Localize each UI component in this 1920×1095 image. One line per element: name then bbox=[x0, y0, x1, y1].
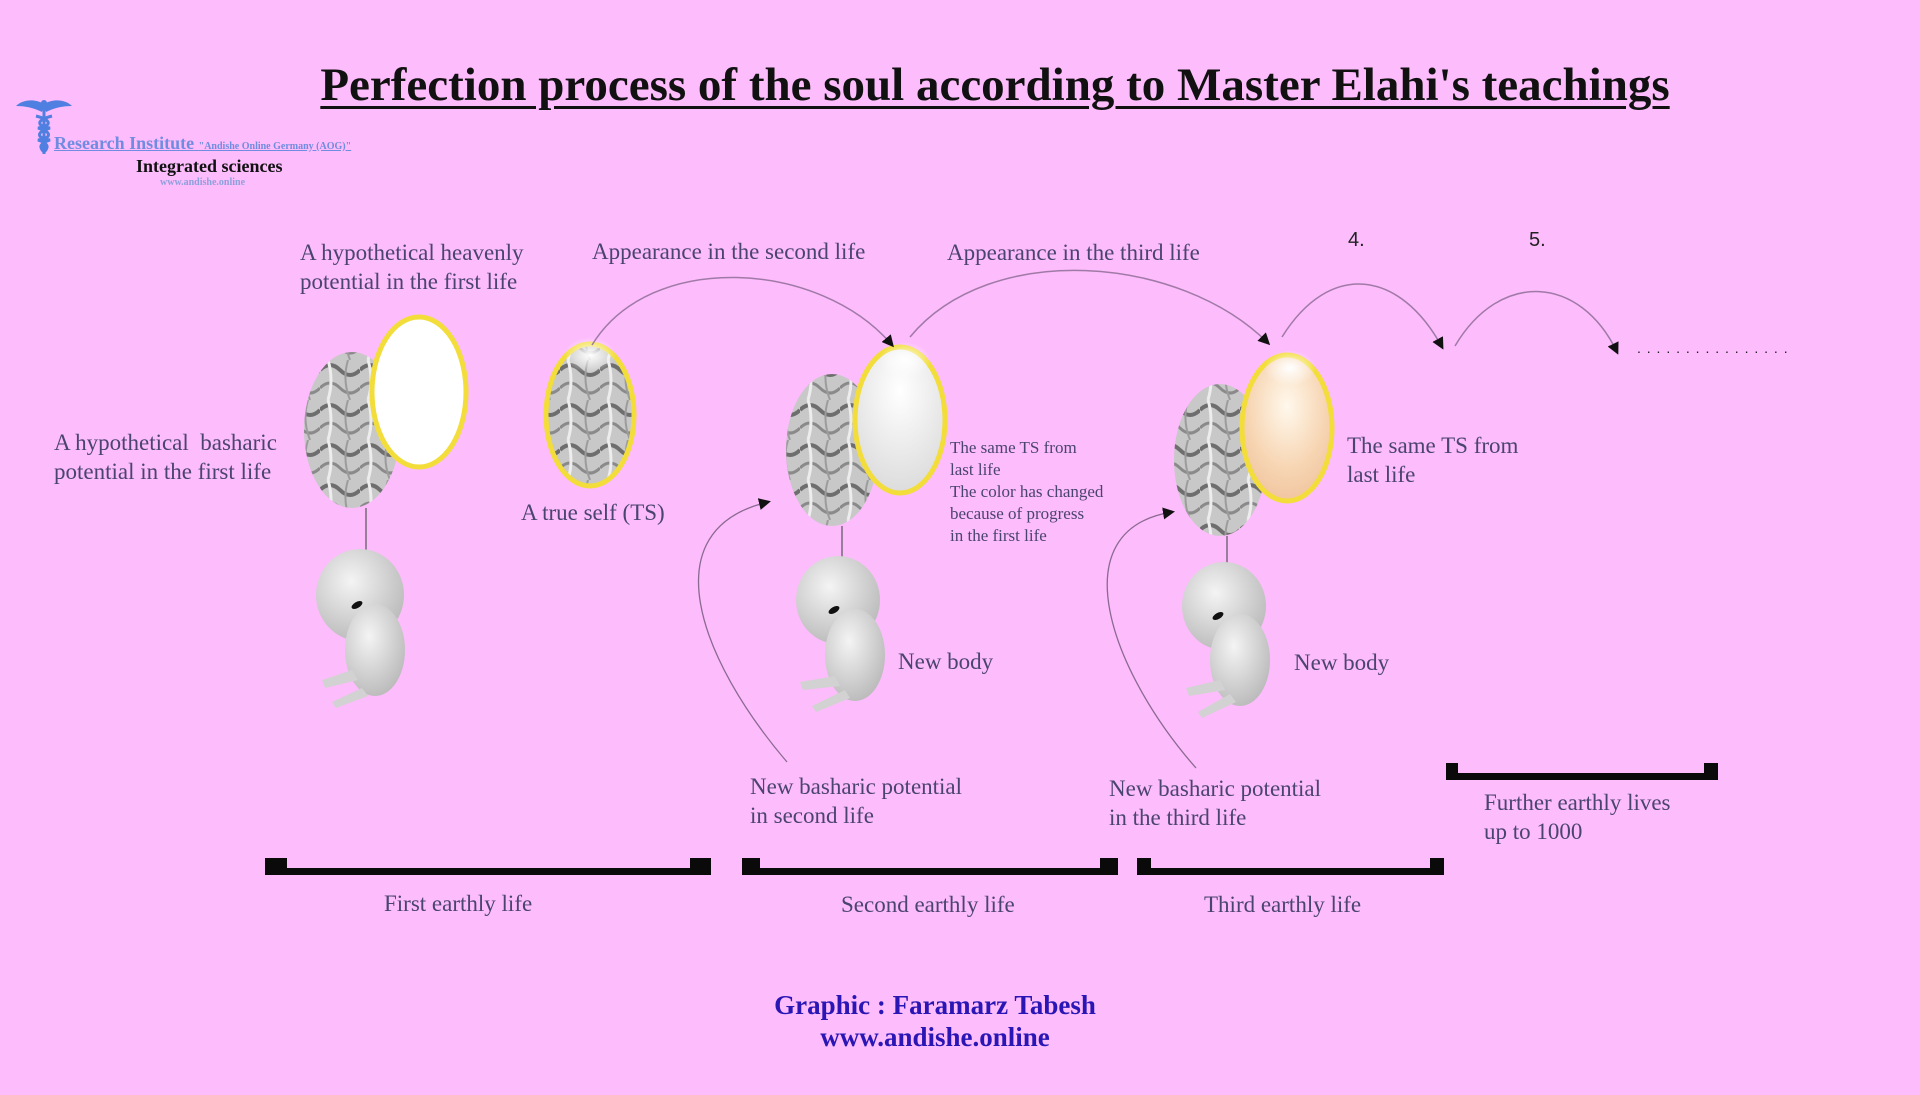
institute-name: Research Institute bbox=[54, 133, 195, 153]
page-title: Perfection process of the soul according… bbox=[320, 59, 1670, 111]
credit-url[interactable]: www.andishe.online bbox=[820, 1022, 1050, 1052]
caduceus-icon bbox=[16, 100, 72, 154]
heavenly-potential-label: A hypothetical heavenly potential in the… bbox=[300, 240, 524, 294]
second-life-label: Second earthly life bbox=[841, 892, 1015, 917]
embryo-second bbox=[796, 556, 885, 712]
true-self-third bbox=[1239, 350, 1335, 504]
true-self-second bbox=[852, 342, 948, 496]
new-basharic-third-label: New basharic potential in the third life bbox=[1109, 776, 1322, 830]
arrow-step4 bbox=[1281, 283, 1444, 350]
logo-tagline: Integrated sciences bbox=[136, 156, 283, 176]
appearance-third-label: Appearance in the third life bbox=[947, 240, 1200, 265]
true-self-label: A true self (TS) bbox=[521, 500, 665, 525]
bracket-third-life bbox=[1137, 858, 1444, 875]
new-body-third-label: New body bbox=[1294, 650, 1390, 675]
further-lives-label: Further earthly lives up to 1000 bbox=[1484, 790, 1671, 844]
bracket-first-life bbox=[265, 858, 711, 875]
institute-subtitle: "Andishe Online Germany (AOG)" bbox=[198, 141, 352, 152]
bracket-further-lives bbox=[1446, 763, 1718, 780]
institute-link[interactable]: Research Institute "Andishe Online Germa… bbox=[54, 133, 351, 154]
same-ts-second-label: The same TS from last life The color has… bbox=[950, 438, 1104, 545]
arrow-step5 bbox=[1454, 290, 1619, 355]
step-5-label: 5. bbox=[1529, 229, 1546, 251]
third-life-label: Third earthly life bbox=[1204, 892, 1362, 917]
step-4-label: 4. bbox=[1348, 229, 1365, 251]
new-body-second-label: New body bbox=[898, 649, 994, 674]
new-basharic-second-label: New basharic potential in second life bbox=[750, 774, 963, 828]
graphic-credit: Graphic : Faramarz Tabesh bbox=[774, 990, 1096, 1020]
embryo-first bbox=[316, 549, 405, 708]
arrow-appearance-second bbox=[591, 276, 894, 348]
first-life-label: First earthly life bbox=[384, 891, 533, 916]
ellipsis-continuation: . . . . . . . . . . . . . . . . bbox=[1637, 340, 1789, 356]
arrow-appearance-third bbox=[909, 269, 1271, 346]
arrow-new-basharic-third bbox=[1106, 507, 1197, 769]
heavenly-potential-first bbox=[369, 314, 469, 470]
arrow-new-basharic-second bbox=[698, 498, 788, 763]
bracket-second-life bbox=[742, 858, 1118, 875]
appearance-second-label: Appearance in the second life bbox=[592, 239, 866, 264]
embryo-third bbox=[1182, 562, 1270, 718]
basharic-potential-label: A hypothetical basharic potential in the… bbox=[54, 430, 277, 484]
true-self-oval bbox=[543, 337, 637, 489]
same-ts-third-label: The same TS from last life bbox=[1347, 433, 1519, 487]
logo-url: www.andishe.online bbox=[160, 177, 246, 188]
